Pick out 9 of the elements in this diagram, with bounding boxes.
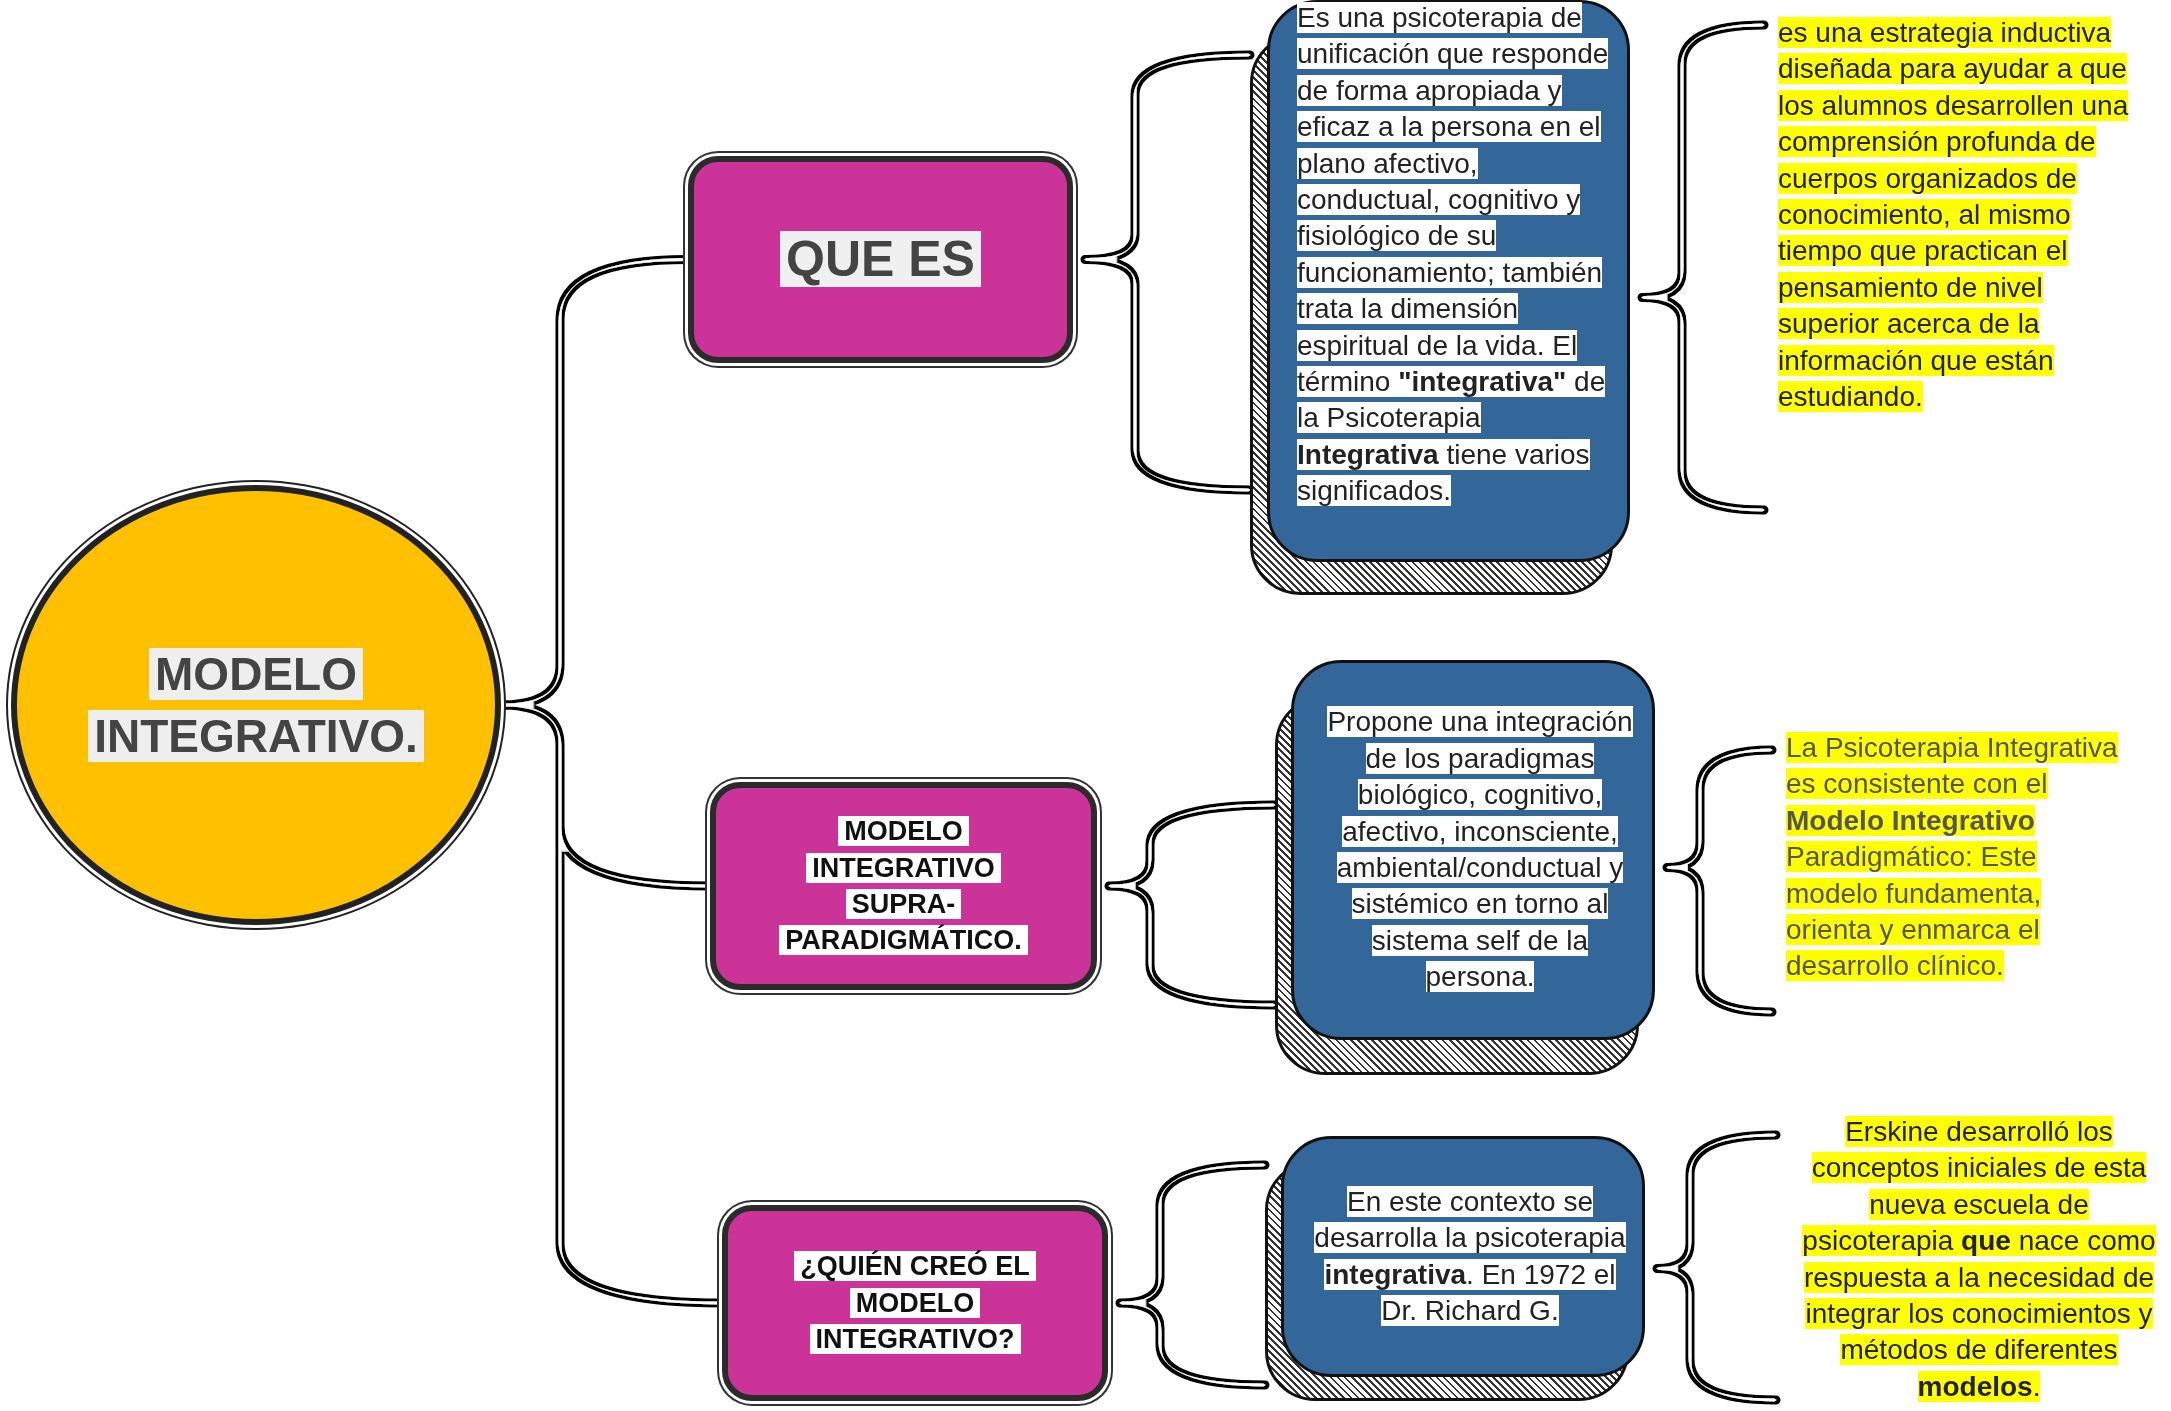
highlighted-note: La Psicoterapia Integrativa es consistente con el Modelo Integrativo Paradigmático: Este modelo fundamenta, orienta y enmarca el desarrollo clínico.: [1786, 731, 2119, 984]
description-box: [1265, 1136, 1645, 1401]
description-box: [1275, 660, 1655, 1075]
brace-connector: [1637, 20, 1769, 515]
brace-connector: [1652, 1130, 1781, 1405]
description-text: En este contexto se desarrolla la psicoterapia integrativa. En 1972 el Dr. Richard G.: [1313, 1184, 1627, 1328]
description-text: Propone una integración de los paradigmas biológico, cognitivo, afectivo, inconsciente, ambiental/conductual y sistémico en torno al sistema self de la persona.: [1326, 705, 1634, 995]
description-box: [1250, 0, 1630, 595]
description-text: Es una psicoterapia de unificación que responde de forma apropiada y eficaz a la persona en el plano afectivo, conductual, cognitivo y fisiológico de su funcionamiento; también trata la dimensión espiritual de la vida. El término "integrativa" de la Psicoterapia Integrativa tiene varios significados.: [1297, 1, 1610, 509]
